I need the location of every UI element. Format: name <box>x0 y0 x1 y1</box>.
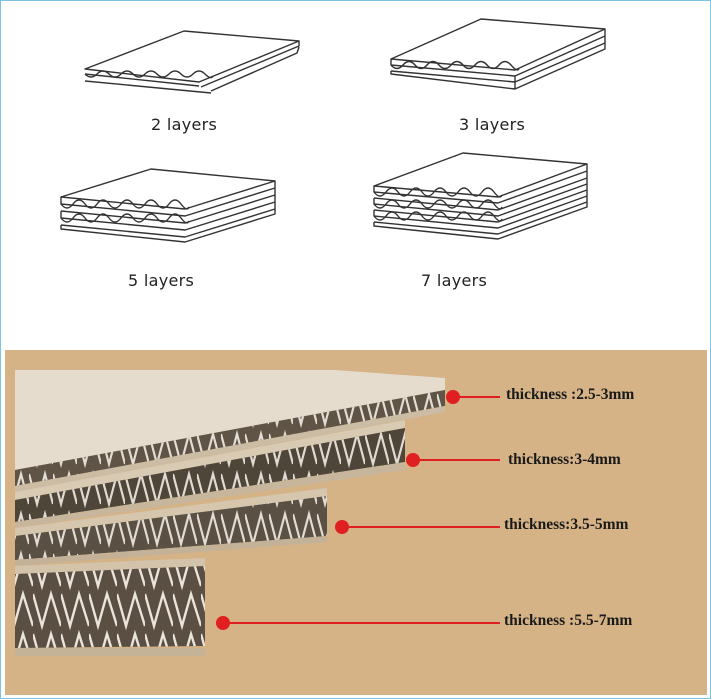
callout-marker-2 <box>406 453 500 467</box>
board-3-layers <box>390 18 606 90</box>
layer-diagram-svg <box>60 18 606 243</box>
board-7-layers <box>373 152 588 240</box>
board-sample-1 <box>15 370 445 492</box>
callout-marker-3 <box>335 520 500 534</box>
layer-diagram: 2 layers 3 layers 5 layers 7 layers <box>1 1 710 346</box>
thickness-label-4: thickness :5.5-7mm <box>504 612 633 629</box>
board-sample-3 <box>15 488 327 566</box>
label-5-layers: 5 layers <box>128 271 195 290</box>
thickness-label-3: thickness:3.5-5mm <box>504 516 629 533</box>
board-5-layers <box>60 168 276 243</box>
callout-marker-1 <box>446 390 500 404</box>
label-7-layers: 7 layers <box>421 271 488 290</box>
callout-marker-4 <box>216 616 500 630</box>
label-2-layers: 2 layers <box>151 115 218 134</box>
thickness-photo-svg <box>5 350 707 695</box>
thickness-label-2: thickness:3-4mm <box>508 451 621 468</box>
board-sample-4 <box>15 558 205 656</box>
label-3-layers: 3 layers <box>459 115 526 134</box>
board-2-layers <box>84 30 300 94</box>
thickness-photo: thickness :2.5-3mm thickness:3-4mm thick… <box>5 350 707 695</box>
board-sample-2 <box>15 420 405 528</box>
thickness-label-1: thickness :2.5-3mm <box>506 386 635 403</box>
